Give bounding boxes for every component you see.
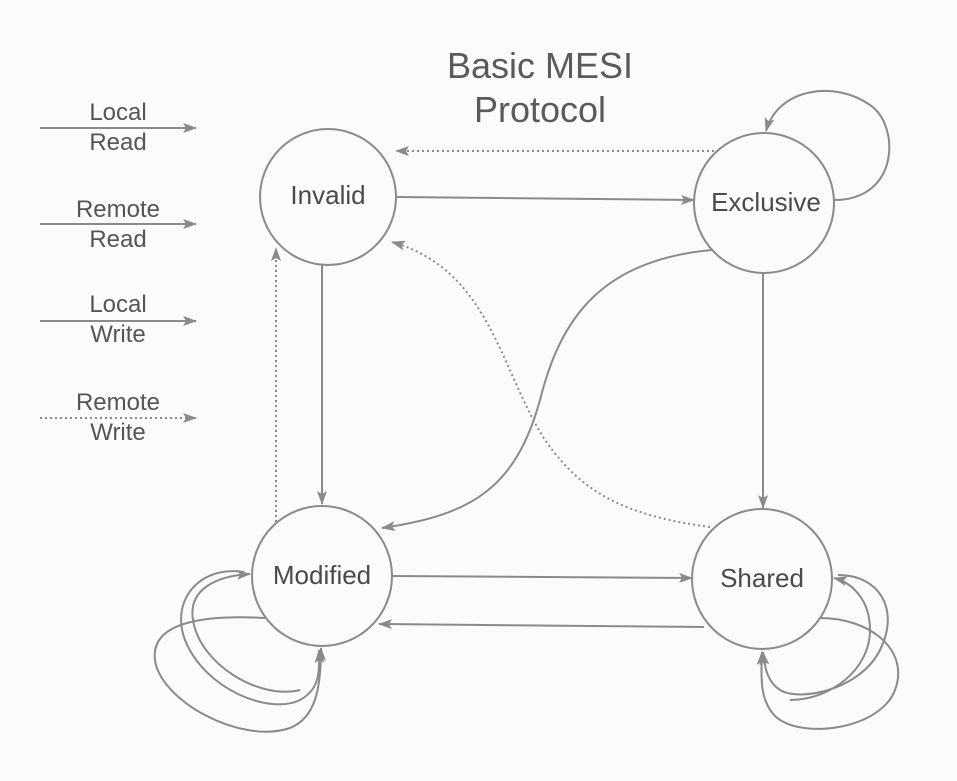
edge-exclusive-self-loop (764, 89, 891, 201)
edge-modified-self-loop-outer (153, 616, 326, 733)
title-line-2: Protocol (473, 89, 607, 130)
edge-shared-to-invalid (391, 240, 711, 528)
title-line-1: Basic MESI (446, 45, 634, 86)
legend-remote-read-line-1: Remote (75, 196, 161, 223)
legend-remote-read-line-2: Read (89, 226, 147, 253)
legend-remote-write: Remote Write (48, 388, 188, 448)
legend-local-write-line-1: Local (89, 291, 147, 318)
edge-modified-to-shared (390, 572, 693, 583)
state-modified-label: Modified (273, 560, 371, 590)
legend-local-read-line-1: Local (89, 99, 147, 126)
state-shared-label: Shared (720, 563, 804, 593)
diagram-title: Basic MESI Protocol (390, 44, 690, 132)
legend-local-read: Local Read (48, 98, 188, 158)
state-exclusive-label: Exclusive (711, 187, 821, 217)
edge-exclusive-to-modified (381, 249, 713, 532)
edge-shared-to-modified (378, 619, 705, 630)
edge-modified-self-loop-inner (191, 569, 301, 693)
state-invalid-label: Invalid (290, 180, 365, 210)
legend-remote-write-line-2: Write (90, 419, 146, 446)
edge-modified-self-loop-middle (180, 570, 325, 706)
legend-local-read-line-2: Read (89, 129, 147, 156)
edge-shared-self-loop-outer (756, 617, 900, 730)
edge-invalid-to-exclusive (395, 194, 695, 205)
legend-local-write: Local Write (48, 290, 188, 350)
legend-remote-write-line-1: Remote (75, 389, 161, 416)
legend-remote-read: Remote Read (48, 195, 188, 255)
legend-local-write-line-2: Write (90, 321, 146, 348)
edge-shared-self-loop-inner (789, 576, 872, 701)
edge-shared-self-loop-middle (759, 574, 889, 696)
